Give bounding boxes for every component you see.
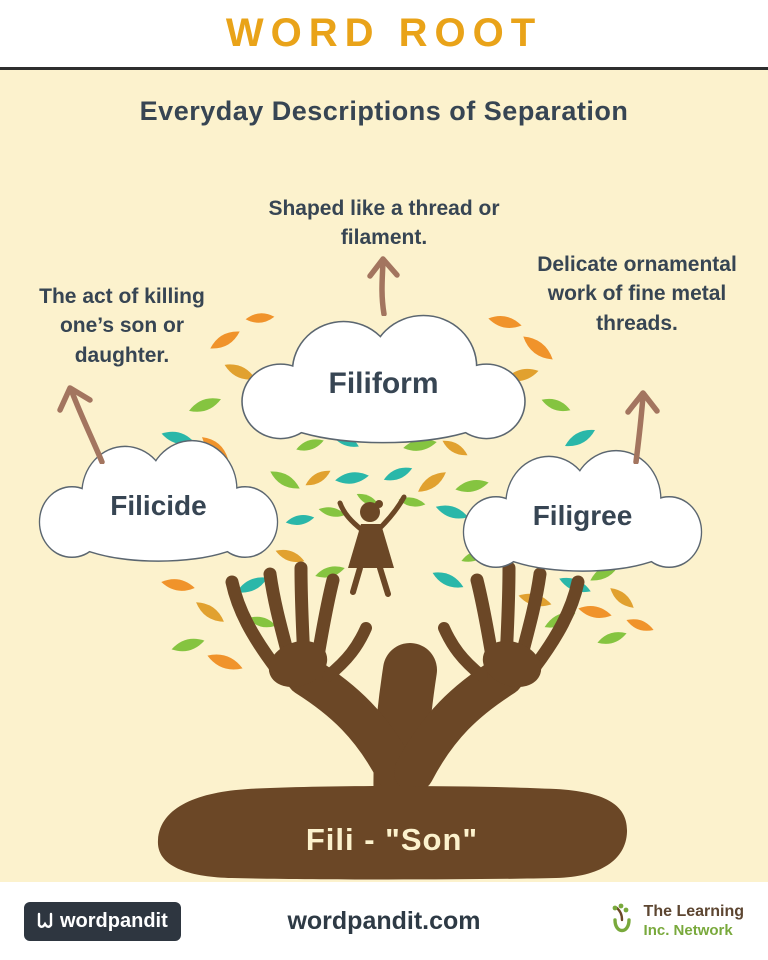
network-name-line1: The Learning <box>643 902 744 920</box>
subtitle: Everyday Descriptions of Separation <box>139 96 629 126</box>
wordpandit-logo-text: wordpandit <box>60 909 168 932</box>
learning-network-logo: The Learning Inc. Network <box>607 902 744 941</box>
arrow-up-icon <box>625 390 660 464</box>
word-filigree: Filigree <box>532 500 633 531</box>
cloud-shape <box>241 314 526 444</box>
cloud-filiform: Filiform <box>226 300 541 452</box>
page-title: WORD ROOT <box>225 11 543 55</box>
arrow-up-icon <box>367 256 400 316</box>
footer: wordpandit wordpandit.com The Learning I… <box>0 882 768 960</box>
girl-silhouette <box>337 494 407 597</box>
learning-network-icon <box>612 903 631 933</box>
network-name-line2: Inc. Network <box>643 921 733 939</box>
header: WORD ROOT <box>0 0 768 70</box>
wordpandit-logo: wordpandit <box>24 901 181 941</box>
cloud-filicide: Filicide <box>26 426 291 570</box>
ground-mound <box>157 786 628 880</box>
word-filicide: Filicide <box>110 490 207 521</box>
filiform-description: Shaped like a thread or filament. <box>268 197 500 250</box>
filigree-description: Delicate ornamental work of fine metal t… <box>537 253 737 335</box>
filicide-description: The act of killing one’s son or daughter… <box>39 285 205 367</box>
cloud-filigree: Filigree <box>450 436 715 580</box>
wordpandit-logo-icon <box>37 912 53 928</box>
root-word-label: Fili - "Son" <box>305 822 479 857</box>
arrow-up-icon <box>57 385 105 464</box>
word-filiform: Filiform <box>328 367 439 400</box>
cloud-shape <box>38 439 279 562</box>
cloud-shape <box>462 449 703 572</box>
